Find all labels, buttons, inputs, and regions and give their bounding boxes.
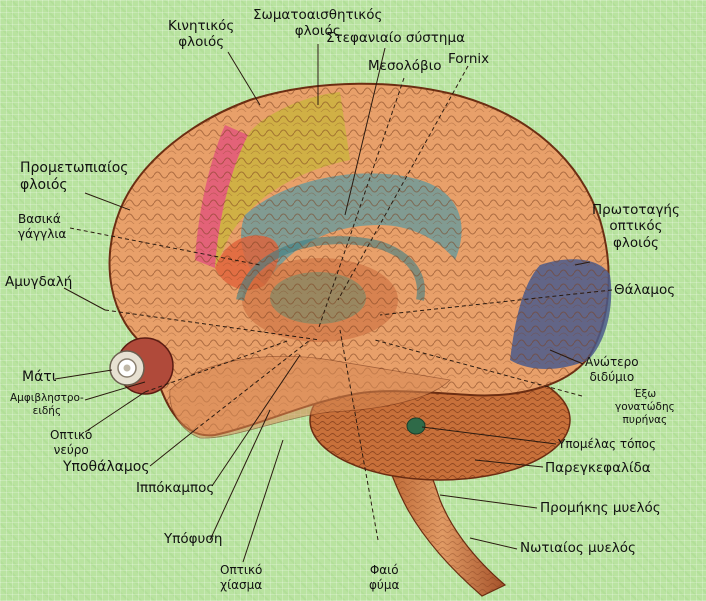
label-hypothalamus: Υποθάλαμος bbox=[63, 459, 150, 475]
label-limbic-system: Στεφανιαίο σύστημα bbox=[326, 30, 465, 46]
label-pituitary: Υπόφυση bbox=[164, 531, 223, 547]
label-basal-ganglia: Βασικά γάγγλια bbox=[18, 212, 67, 241]
label-medulla: Προμήκης μυελός bbox=[540, 500, 661, 516]
label-motor-cortex: Κινητικός φλοιός bbox=[168, 18, 235, 51]
label-amygdala: Αμυγδαλή bbox=[5, 274, 73, 290]
temporal-lobe bbox=[169, 355, 451, 439]
label-superior-colliculus: Ανώτερο διδύμιο bbox=[585, 355, 639, 384]
label-thalamus: Θάλαμος bbox=[614, 282, 676, 298]
locus-coeruleus-spot bbox=[406, 417, 426, 435]
label-cerebellum: Παρεγκεφαλίδα bbox=[545, 460, 651, 476]
leader-lines bbox=[54, 44, 613, 563]
label-locus-coeruleus: Υπομέλας τόπος bbox=[558, 437, 657, 451]
label-premotor-cortex: Προμετωπιαίος φλοιός bbox=[20, 160, 129, 194]
label-somatosensory-cortex: Σωματοαισθητικός φλοιός bbox=[253, 7, 383, 40]
label-pineal-body: Φαιό φύμα bbox=[369, 563, 400, 592]
label-spinal-cord: Νωτιαίος μυελός bbox=[520, 540, 636, 556]
label-fornix: Fornix bbox=[448, 51, 490, 67]
label-retina: Αμφιβληστρο- ειδής bbox=[10, 392, 84, 417]
label-hippocampus: Ιππόκαμπος bbox=[136, 480, 215, 496]
label-optic-chiasm: Οπτικό χίασμα bbox=[220, 563, 263, 592]
label-corpus-callosum: Μεσολόβιο bbox=[368, 58, 442, 74]
label-optic-nerve: Οπτικό νεύρο bbox=[50, 428, 93, 457]
label-eye: Μάτι bbox=[22, 369, 57, 385]
label-primary-visual-cortex: Πρωτοταγής οπτικός φλοιός bbox=[592, 202, 680, 251]
label-lateral-geniculate: Έξω γονατώδης πυρήνας bbox=[615, 388, 675, 426]
